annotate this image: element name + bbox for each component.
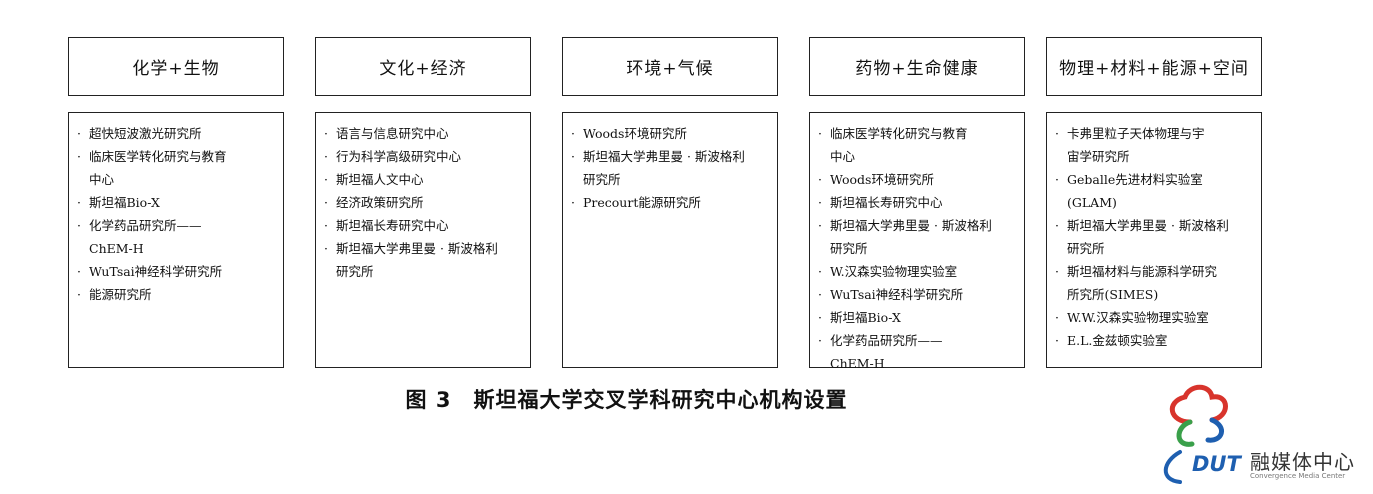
- clover-logo-icon: [1163, 384, 1228, 484]
- category-header: 物理+材料+能源+空间: [1046, 37, 1262, 96]
- institute-item: 斯坦福大学弗里曼 · 斯波格利 研究所: [571, 145, 769, 191]
- institute-item: 临床医学转化研究与教育 中心: [77, 145, 275, 191]
- watermark-subtitle: Convergence Media Center: [1250, 472, 1346, 480]
- institute-item: 临床医学转化研究与教育 中心: [818, 122, 1016, 168]
- institute-list-box: 超快短波激光研究所临床医学转化研究与教育 中心斯坦福Bio-X化学药品研究所——…: [68, 112, 284, 368]
- institute-list-box: 临床医学转化研究与教育 中心Woods环境研究所斯坦福长寿研究中心斯坦福大学弗里…: [809, 112, 1025, 371]
- institute-item: Woods环境研究所: [818, 168, 1016, 191]
- institute-item: 化学药品研究所—— ChEM-H: [77, 214, 275, 260]
- institute-item: Precourt能源研究所: [571, 191, 769, 214]
- institute-item: 斯坦福人文中心: [324, 168, 522, 191]
- institute-item: WuTsai神经科学研究所: [77, 260, 275, 283]
- watermark-name: 融媒体中心: [1250, 450, 1355, 474]
- institute-item: 卡弗里粒子天体物理与宇 宙学研究所: [1055, 122, 1253, 168]
- institute-item: W.W.汉森实验物理实验室: [1055, 306, 1253, 329]
- institute-item: 语言与信息研究中心: [324, 122, 522, 145]
- institute-item: 斯坦福长寿研究中心: [324, 214, 522, 237]
- institute-item: 经济政策研究所: [324, 191, 522, 214]
- institute-list-box: 卡弗里粒子天体物理与宇 宙学研究所Geballe先进材料实验室 (GLAM)斯坦…: [1046, 112, 1262, 368]
- category-header: 文化+经济: [315, 37, 531, 96]
- institute-list: Woods环境研究所斯坦福大学弗里曼 · 斯波格利 研究所Precourt能源研…: [571, 122, 769, 214]
- institute-item: 化学药品研究所—— ChEM-H: [818, 329, 1016, 375]
- institute-item: 斯坦福大学弗里曼 · 斯波格利 研究所: [818, 214, 1016, 260]
- institute-item: 行为科学高级研究中心: [324, 145, 522, 168]
- institute-item: 斯坦福大学弗里曼 · 斯波格利 研究所: [1055, 214, 1253, 260]
- institute-list: 超快短波激光研究所临床医学转化研究与教育 中心斯坦福Bio-X化学药品研究所——…: [77, 122, 275, 306]
- category-header: 环境+气候: [562, 37, 778, 96]
- institute-item: E.L.金兹顿实验室: [1055, 329, 1253, 352]
- institute-list: 卡弗里粒子天体物理与宇 宙学研究所Geballe先进材料实验室 (GLAM)斯坦…: [1055, 122, 1253, 352]
- institute-item: 斯坦福长寿研究中心: [818, 191, 1016, 214]
- institute-list-box: Woods环境研究所斯坦福大学弗里曼 · 斯波格利 研究所Precourt能源研…: [562, 112, 778, 368]
- institute-list: 临床医学转化研究与教育 中心Woods环境研究所斯坦福长寿研究中心斯坦福大学弗里…: [818, 122, 1016, 375]
- institute-item: 斯坦福Bio-X: [77, 191, 275, 214]
- institute-item: 斯坦福大学弗里曼 · 斯波格利 研究所: [324, 237, 522, 283]
- category-header: 化学+生物: [68, 37, 284, 96]
- institute-item: 斯坦福材料与能源科学研究 所究所(SIMES): [1055, 260, 1253, 306]
- figure-caption: 图 3 斯坦福大学交叉学科研究中心机构设置: [405, 388, 848, 412]
- institute-item: 斯坦福Bio-X: [818, 306, 1016, 329]
- institute-item: Woods环境研究所: [571, 122, 769, 145]
- institute-list: 语言与信息研究中心行为科学高级研究中心斯坦福人文中心经济政策研究所斯坦福长寿研究…: [324, 122, 522, 283]
- institute-list-box: 语言与信息研究中心行为科学高级研究中心斯坦福人文中心经济政策研究所斯坦福长寿研究…: [315, 112, 531, 368]
- institute-item: WuTsai神经科学研究所: [818, 283, 1016, 306]
- watermark-logo: DUT 融媒体中心 Convergence Media Center: [1150, 382, 1365, 487]
- category-header: 药物+生命健康: [809, 37, 1025, 96]
- institute-item: W.汉森实验物理实验室: [818, 260, 1016, 283]
- institute-item: 超快短波激光研究所: [77, 122, 275, 145]
- institute-item: Geballe先进材料实验室 (GLAM): [1055, 168, 1253, 214]
- institute-item: 能源研究所: [77, 283, 275, 306]
- watermark-dut: DUT: [1192, 452, 1241, 476]
